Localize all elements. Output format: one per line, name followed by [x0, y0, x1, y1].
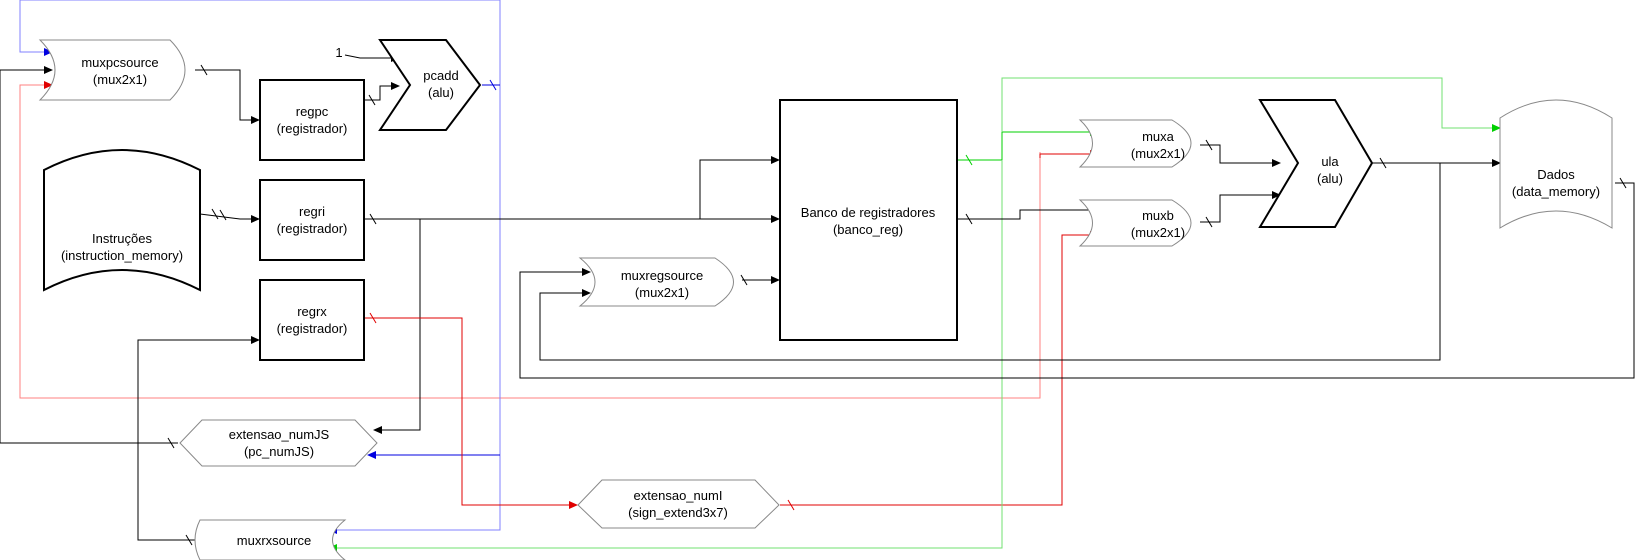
muxa-block: muxa (mux2x1)	[1078, 119, 1192, 168]
regri-name: regri	[299, 204, 325, 219]
muxrxsource-block: muxrxsource	[194, 519, 347, 560]
muxb-name: muxb	[1142, 208, 1174, 223]
regrx-type: (registrador)	[277, 321, 348, 336]
instrucoes-block: Instruções (instruction_memory)	[43, 149, 201, 292]
wire-blue-to-muxrxsource	[328, 85, 501, 534]
ula-type: (alu)	[1317, 171, 1343, 186]
pcadd-block: pcadd (alu)	[378, 39, 482, 131]
muxregsource-type: (mux2x1)	[635, 285, 689, 300]
wire-muxpcsource-to-regpc	[195, 69, 260, 124]
muxrxsource-name: muxrxsource	[237, 533, 311, 548]
wire-instrucoes-to-regri	[199, 213, 260, 223]
dados-block: Dados (data_memory)	[1499, 99, 1613, 229]
pcadd-type: (alu)	[428, 85, 454, 100]
banco-block: Banco de registradores (banco_reg)	[779, 99, 958, 341]
regri-block: regri (registrador)	[259, 179, 365, 261]
pcadd-name: pcadd	[423, 68, 458, 83]
extensao-numjs-block: extensao_numJS (pc_numJS)	[179, 419, 378, 467]
muxpcsource-type: (mux2x1)	[93, 72, 147, 87]
wire-regri-to-banco-top	[699, 156, 780, 219]
banco-name: Banco de registradores	[801, 205, 936, 220]
dados-name: Dados	[1537, 167, 1575, 182]
regrx-block: regrx (registrador)	[259, 279, 365, 361]
regpc-name: regpc	[296, 104, 329, 119]
wire-one-to-pcadd	[344, 54, 400, 62]
extensao-numi-type: (sign_extend3x7)	[628, 505, 728, 520]
muxpcsource-name: muxpcsource	[81, 55, 158, 70]
wire-banco-to-muxa	[958, 128, 1099, 161]
muxregsource-block: muxregsource (mux2x1)	[578, 257, 734, 307]
muxb-block: muxb (mux2x1)	[1078, 199, 1192, 247]
muxregsource-name: muxregsource	[621, 268, 703, 283]
extensao-numjs-name: extensao_numJS	[229, 427, 330, 442]
extensao-numi-name: extensao_numI	[634, 488, 723, 503]
wire-muxa-to-ula	[1200, 144, 1281, 167]
ula-name: ula	[1321, 154, 1339, 169]
regpc-block: regpc (registrador)	[259, 79, 365, 161]
dados-type: (data_memory)	[1512, 184, 1600, 199]
wire-ula-to-muxregsource	[539, 163, 1441, 361]
wire-green-to-muxrxsource	[328, 160, 1003, 552]
wire-extensao-numi-to-muxb	[780, 231, 1099, 506]
wire-regpc-to-pcadd	[365, 82, 400, 101]
constant-one: 1	[335, 45, 342, 60]
wire-muxa-to-muxpcsource	[19, 81, 1041, 399]
muxb-type: (mux2x1)	[1131, 225, 1185, 240]
instrucoes-name: Instruções	[92, 231, 152, 246]
wire-banco-to-muxb	[958, 206, 1099, 220]
extensao-numi-block: extensao_numI (sign_extend3x7)	[577, 479, 780, 529]
muxa-name: muxa	[1142, 129, 1175, 144]
extensao-numjs-type: (pc_numJS)	[244, 444, 314, 459]
regri-type: (registrador)	[277, 221, 348, 236]
wire-regrx-to-extensao-numi	[365, 317, 578, 509]
wire-blue-loop-top	[19, 0, 501, 85]
regpc-type: (registrador)	[277, 121, 348, 136]
wire-extensao-numjs-to-muxpcsource	[0, 66, 178, 444]
wire-red-to-muxa	[1039, 150, 1099, 158]
wire-regri-to-extensao-numjs	[373, 219, 421, 434]
instrucoes-type: (instruction_memory)	[61, 248, 183, 263]
muxpcsource-block: muxpcsource (mux2x1)	[38, 39, 186, 101]
muxa-type: (mux2x1)	[1131, 146, 1185, 161]
wire-muxrxsource-to-regrx	[137, 336, 260, 541]
wire-green-to-dados	[1001, 77, 1501, 132]
wire-muxb-to-ula	[1200, 191, 1281, 223]
ula-block: ula (alu)	[1258, 99, 1374, 228]
wire-dados-to-muxregsource	[519, 182, 1635, 379]
banco-type: (banco_reg)	[833, 222, 903, 237]
regrx-name: regrx	[297, 304, 327, 319]
